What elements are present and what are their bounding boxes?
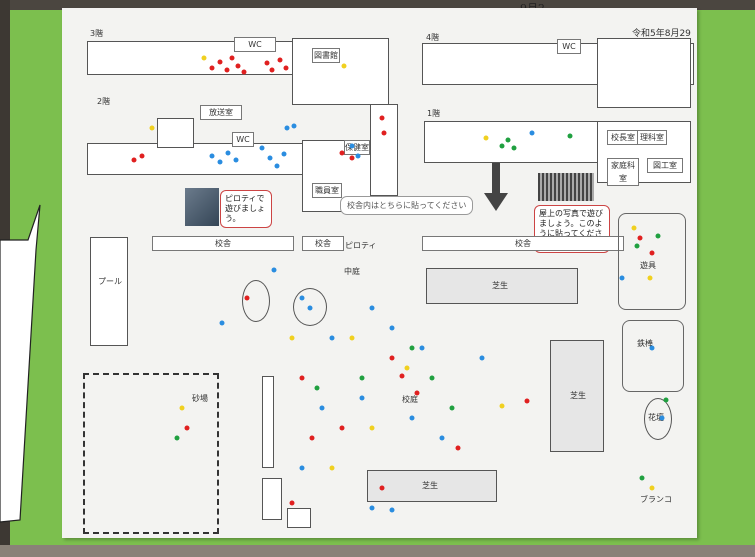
- lawn-bottom-label: 芝生: [422, 481, 438, 490]
- flowerbed-label: 花壇: [648, 413, 664, 422]
- floor-2-label: 2階: [97, 97, 111, 106]
- schoolyard-label: 校庭: [402, 395, 418, 404]
- wall-strip-top: [0, 0, 755, 10]
- pool-label: プール: [98, 277, 122, 286]
- arrow-icon: [484, 163, 508, 211]
- room-science: 理科室: [637, 130, 667, 145]
- playground-equipment: [618, 213, 686, 310]
- room-wc-3f: WC: [234, 37, 276, 52]
- shed: [262, 478, 282, 520]
- room-column: [370, 104, 398, 196]
- lawn-side-label: 芝生: [570, 391, 586, 400]
- room-home-ec: 家庭科室: [607, 158, 639, 186]
- callout-piloti: ピロティで遊びましょう。: [220, 190, 272, 228]
- sticker-dots: [131, 55, 669, 513]
- wall-strip-bottom: [0, 545, 755, 557]
- tree-oval-2: [293, 288, 327, 326]
- small-box: [287, 508, 311, 528]
- iron-bar-label: 鉄棒: [637, 339, 653, 348]
- swing-label: ブランコ: [640, 495, 672, 504]
- bench-strip: [262, 376, 274, 468]
- floor-plan-3f-wing: [292, 38, 389, 105]
- lawn-bottom: [367, 470, 497, 502]
- room-annex: [157, 118, 194, 148]
- tree-oval-1: [242, 280, 270, 322]
- lawn-top-label: 芝生: [492, 281, 508, 290]
- floor-1-label: 1階: [427, 109, 441, 118]
- room-broadcast: 放送室: [200, 105, 242, 120]
- room-staff: 職員室: [312, 183, 342, 198]
- piloti-label: ピロティ: [345, 241, 377, 250]
- rooftop-photo: [538, 173, 594, 201]
- flowerbed: [644, 398, 672, 440]
- floor-4-label: 4階: [426, 33, 440, 42]
- pool: [90, 237, 128, 346]
- room-wc-2f: WC: [232, 132, 254, 147]
- lawn-side: [550, 340, 604, 452]
- floor-plan-4f-wing: [597, 38, 691, 108]
- school-building-1: 校舎: [152, 236, 294, 251]
- callout-place-inside: 校舎内はとちらに貼ってください: [340, 196, 474, 215]
- iron-bar-area: [622, 320, 684, 392]
- floor-3-label: 3階: [90, 29, 104, 38]
- room-art: 図工室: [647, 158, 683, 173]
- piloti-photo: [185, 188, 219, 226]
- courtyard-label: 中庭: [344, 267, 360, 276]
- school-map-poster: 令和5年8月29日〜12月22日 3階 4階 2階 1階 WC 図書館 WC 放…: [62, 8, 697, 538]
- school-building-3: 校舎: [422, 236, 624, 251]
- room-library: 図書館: [312, 48, 340, 63]
- room-wc-4f: WC: [557, 39, 581, 54]
- equipment-label: 遊具: [640, 261, 656, 270]
- sandbox-area: [83, 373, 219, 534]
- sandbox-label: 砂場: [192, 394, 208, 403]
- school-building-2: 校舎: [302, 236, 344, 251]
- lawn-top: [426, 268, 578, 304]
